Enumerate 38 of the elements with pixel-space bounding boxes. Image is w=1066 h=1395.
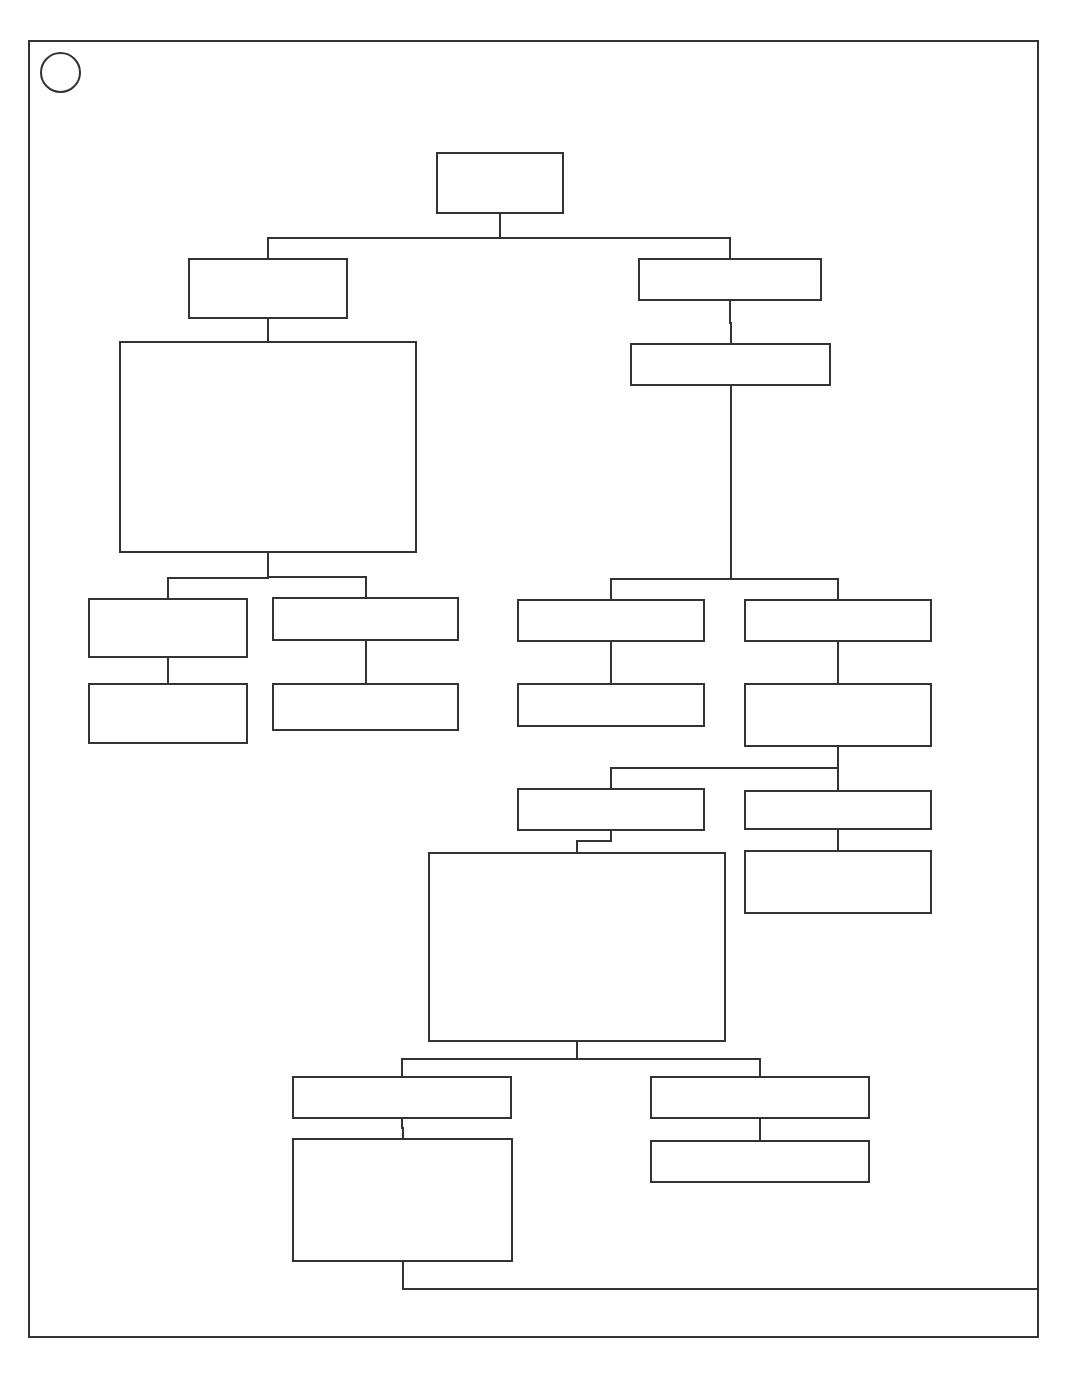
process-box [744,850,932,914]
connector-line [837,829,839,851]
process-box [272,683,459,731]
connector-line [267,552,367,598]
connector-line [837,641,839,684]
circle [40,52,81,93]
connector-line [401,1118,404,1139]
frame-border [28,40,1039,1338]
connector-line [402,1261,1040,1290]
connector-line [267,318,269,342]
process-box [650,1076,870,1119]
process-box [292,1076,512,1119]
connector-line [610,641,612,684]
process-box [517,599,705,642]
connector-line [729,300,732,344]
process-box [517,788,705,831]
process-box [88,683,248,744]
process-box [428,852,726,1042]
process-box [650,1140,870,1183]
process-box [119,341,417,553]
process-box [744,790,932,830]
connector-line [167,657,169,684]
connector-line [576,830,612,853]
process-box [630,343,831,386]
process-box [88,598,248,658]
process-box [292,1138,513,1262]
process-box [436,152,564,214]
connector-line [365,640,367,684]
process-box [638,258,822,301]
connector-line [499,213,731,259]
process-box [744,599,932,642]
process-box [744,683,932,747]
connector-line [730,385,839,600]
process-box [272,597,459,641]
process-box [188,258,348,319]
connector-line [759,1118,761,1141]
process-box [517,683,705,727]
connector-line [837,746,839,791]
